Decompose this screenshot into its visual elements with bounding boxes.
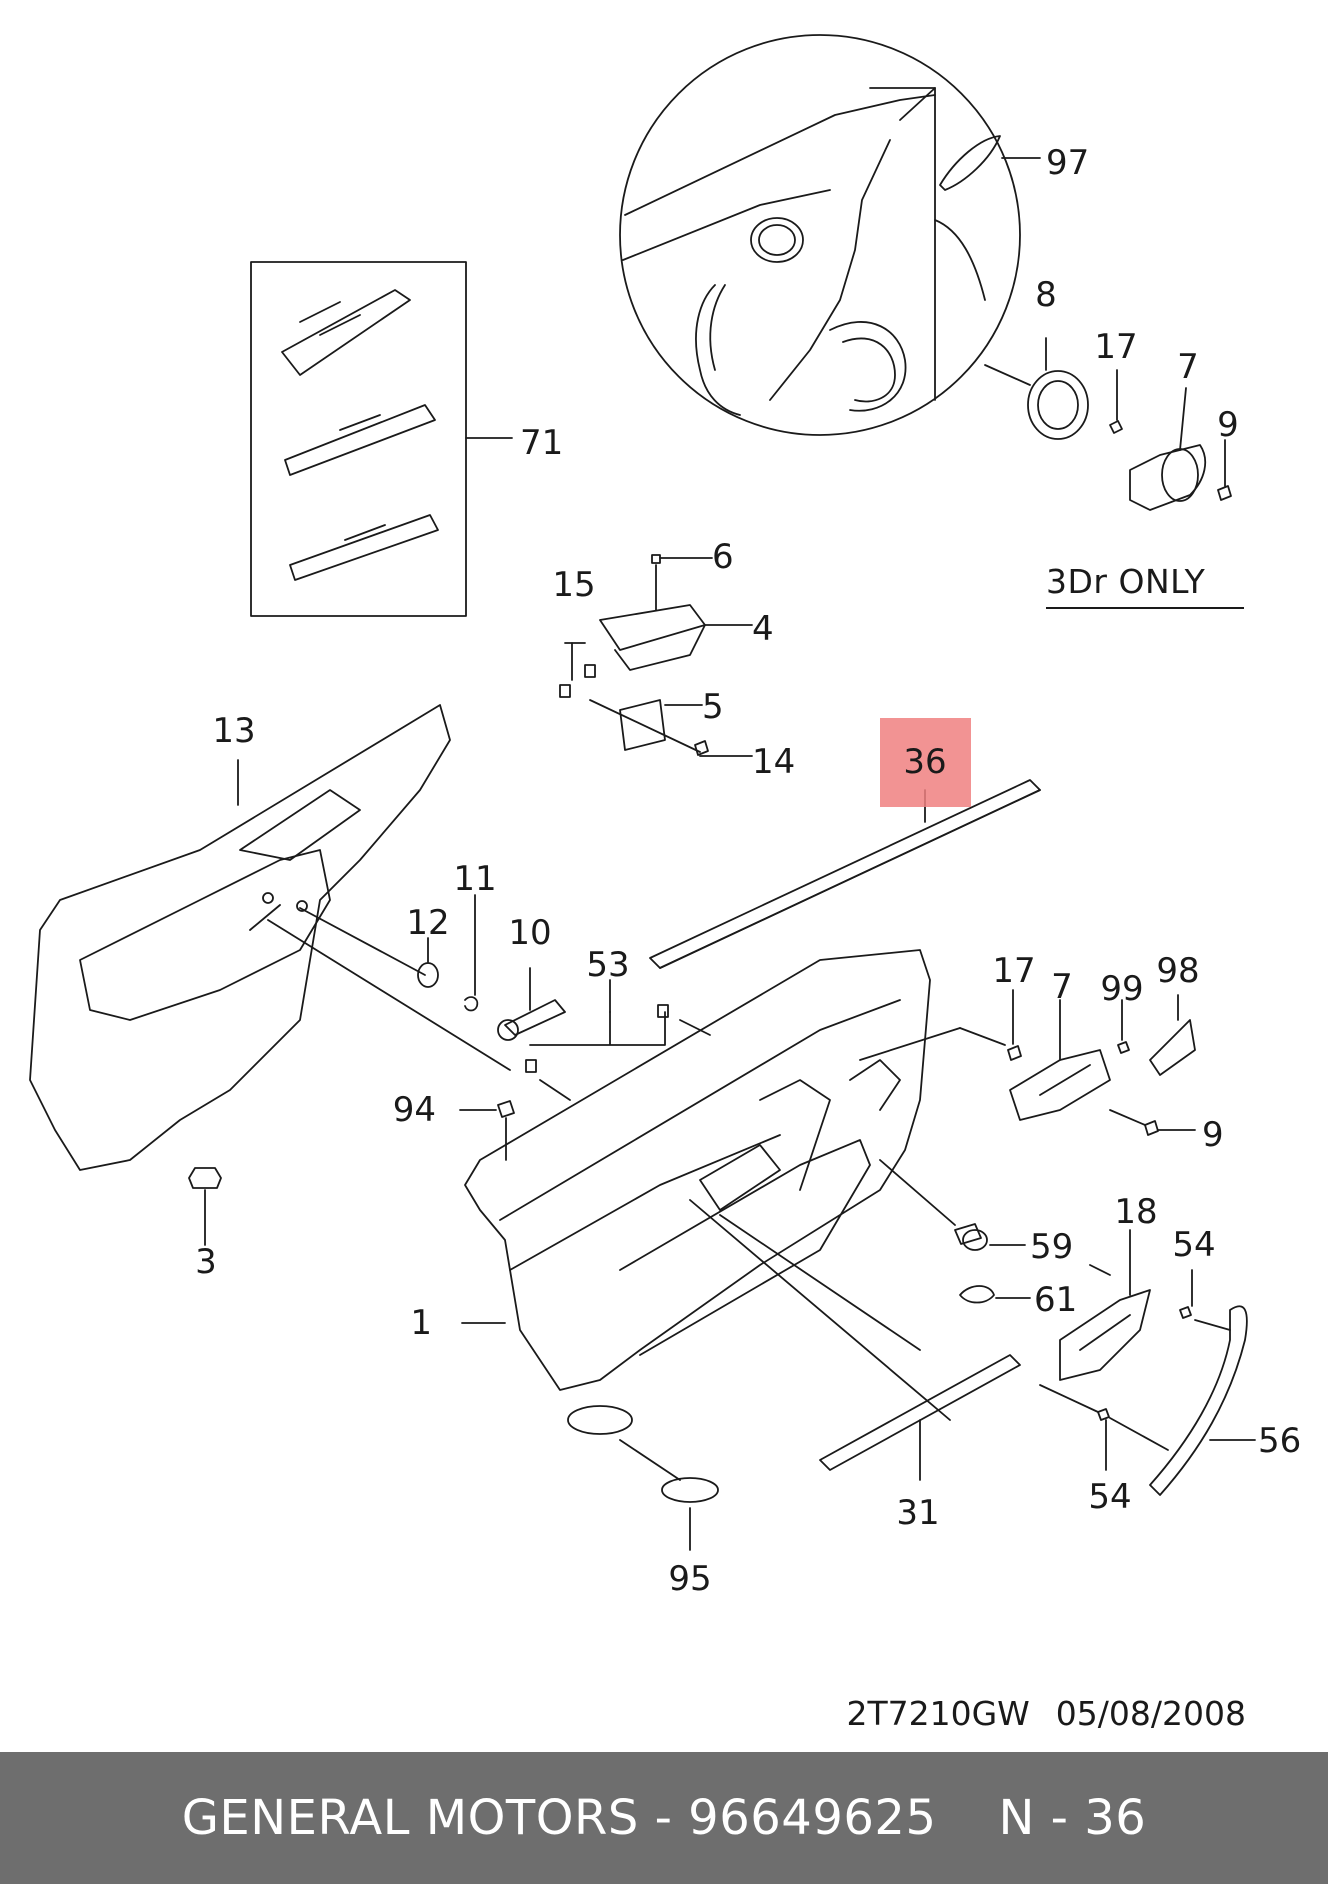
detail-circle-3dr xyxy=(619,34,1021,436)
callout-1: 1 xyxy=(410,1303,432,1343)
part-31-strip xyxy=(819,1354,1021,1481)
callout-53: 53 xyxy=(586,945,630,985)
part-71-switch-box xyxy=(250,261,513,617)
footer-brand: GENERAL MOTORS xyxy=(181,1790,639,1846)
part-8-speaker-ring xyxy=(1027,337,1089,440)
part-7-handle-mid xyxy=(1009,999,1111,1121)
part-3-pushpin xyxy=(188,1167,222,1246)
part-5-bracket xyxy=(619,699,703,751)
part-36-molding xyxy=(649,779,1041,969)
callout-71: 71 xyxy=(520,423,564,463)
callout-98: 98 xyxy=(1156,951,1200,991)
callout-99: 99 xyxy=(1100,969,1144,1009)
drawing-code: 2T7210GW xyxy=(846,1694,1030,1733)
drawing-date: 05/08/2008 xyxy=(1055,1694,1246,1733)
callout-10: 10 xyxy=(508,913,552,953)
part-36-highlight xyxy=(880,718,971,807)
footer-dash: - xyxy=(654,1790,673,1846)
part-1-trim-panel xyxy=(461,949,931,1435)
callout-61: 61 xyxy=(1034,1280,1078,1320)
callout-15: 15 xyxy=(552,565,596,605)
callout-17-top: 17 xyxy=(1094,327,1138,367)
drawing-reference: 2T7210GW 05/08/2008 xyxy=(846,1694,1246,1733)
callout-9-mid: 9 xyxy=(1202,1115,1224,1155)
footer-caption: GENERAL MOTORS - 96649625 N - 36 xyxy=(182,1790,1147,1846)
callout-17-mid: 17 xyxy=(992,951,1036,991)
callout-9-top: 9 xyxy=(1217,405,1239,445)
callout-14: 14 xyxy=(752,742,796,782)
callout-18: 18 xyxy=(1114,1192,1158,1232)
callout-59: 59 xyxy=(1030,1227,1074,1267)
callout-13: 13 xyxy=(212,711,256,751)
callout-36: 36 xyxy=(903,742,947,782)
footer-part-number: 96649625 xyxy=(688,1790,937,1846)
callout-11: 11 xyxy=(453,859,497,899)
callout-31: 31 xyxy=(896,1493,940,1533)
callout-3: 3 xyxy=(195,1242,217,1282)
footer-reference: N - 36 xyxy=(998,1790,1147,1846)
callout-6: 6 xyxy=(712,537,734,577)
callout-54-bottom: 54 xyxy=(1088,1477,1132,1517)
callout-94: 94 xyxy=(392,1090,436,1130)
callout-54-top: 54 xyxy=(1172,1225,1216,1265)
callout-97: 97 xyxy=(1046,143,1090,183)
callout-95: 95 xyxy=(668,1559,712,1599)
part-10-crank xyxy=(497,967,566,1041)
exploded-parts-diagram xyxy=(29,34,1256,1551)
footer-bar: GENERAL MOTORS - 96649625 N - 36 xyxy=(0,1752,1328,1884)
callout-56: 56 xyxy=(1258,1421,1302,1461)
callout-4: 4 xyxy=(752,609,774,649)
callout-5: 5 xyxy=(702,687,724,727)
callout-12: 12 xyxy=(406,903,450,943)
callout-7-mid: 7 xyxy=(1051,967,1073,1007)
callout-8: 8 xyxy=(1035,275,1057,315)
part-13-water-shield xyxy=(29,704,451,1171)
part-18-handle-cover xyxy=(1059,1229,1151,1381)
variant-note: 3Dr ONLY xyxy=(1046,562,1244,609)
part-97-cap xyxy=(939,135,1041,191)
callout-7-top: 7 xyxy=(1177,347,1199,387)
part-56-grab-handle xyxy=(1149,1305,1256,1496)
part-4-bezel xyxy=(599,604,753,671)
part-7-handle-top xyxy=(1129,387,1207,511)
